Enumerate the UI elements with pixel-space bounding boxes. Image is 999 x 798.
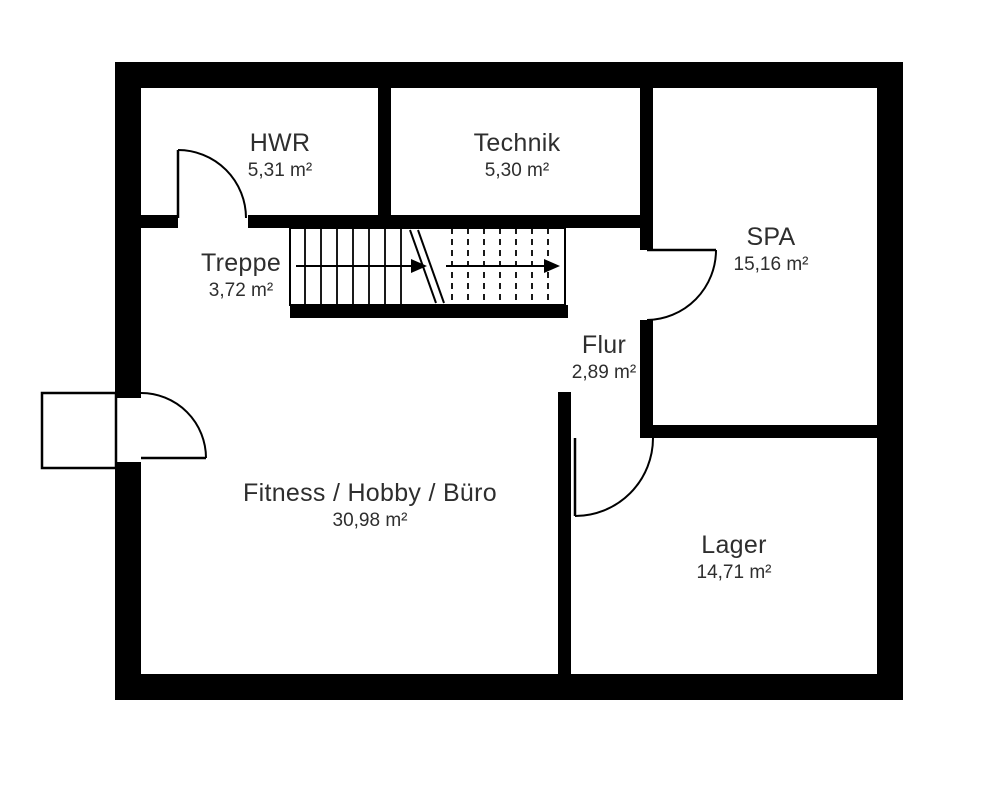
wall-bottom [115,674,903,700]
door-entrance-swing-arc [140,392,207,459]
wall-right [877,62,903,700]
door-entrance [140,392,207,460]
wall-top-left-stub [141,215,178,228]
wall-technik-spa [640,88,653,250]
door-lager-swing-arc [574,437,654,517]
wall-top-main [248,215,653,228]
wall-left-upper [115,62,141,398]
door-flur-spa [646,248,717,321]
door-hwr [176,149,247,219]
wall-spa-lager [653,425,877,438]
wall-fitness-lager [558,392,571,674]
wall-hwr-technik [378,88,391,228]
door-lager [573,437,654,517]
interior-walls [141,88,877,674]
wall-top [115,62,903,88]
door-hwr-swing-arc [177,149,247,219]
stair-direction-arrows [411,259,560,273]
stair-bottom-wall [290,305,568,318]
door-flur-spa-swing-arc [646,249,717,321]
wall-left-lower [115,462,141,700]
wall-flur-spa [640,320,653,438]
entrance [40,391,207,470]
entrance-landing [40,391,118,470]
staircase [289,227,566,306]
outer-walls [115,62,903,700]
